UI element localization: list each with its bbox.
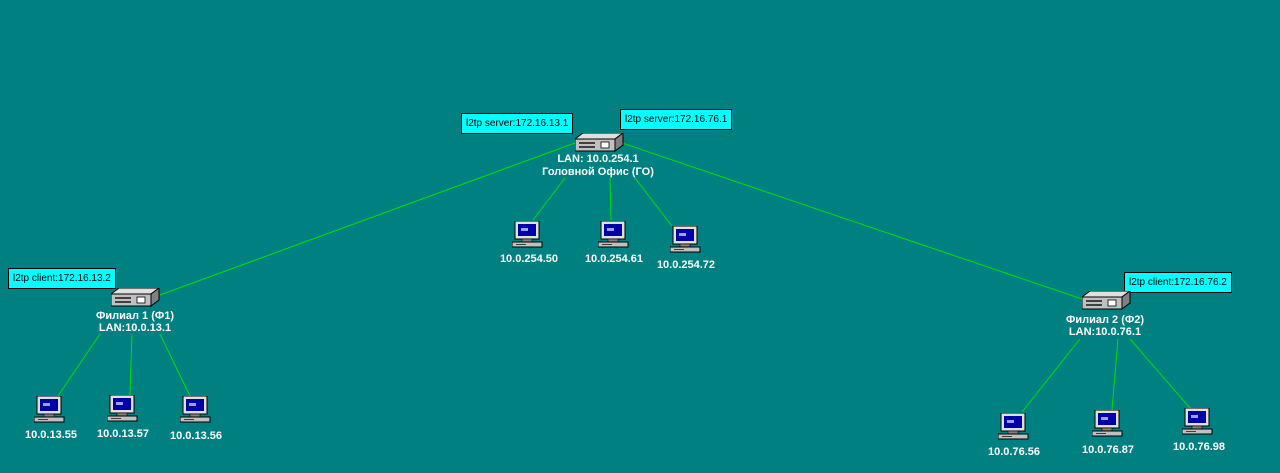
host-label-b2-1: 10.0.76.56 <box>988 446 1040 458</box>
link-b1-host-2 <box>129 333 133 396</box>
host-label-b1-1: 10.0.13.55 <box>25 429 77 441</box>
host-label-b2-2: 10.0.76.87 <box>1082 444 1134 456</box>
branch1-name-label: Филиал 1 (Ф1) <box>95 310 175 322</box>
link-ho-branch2 <box>621 142 1086 301</box>
computer-icon-b1-3[interactable] <box>180 396 212 424</box>
host-label-b1-3: 10.0.13.56 <box>170 430 222 442</box>
link-b1-host-1 <box>57 333 101 397</box>
router-icon-branch1[interactable] <box>111 288 161 308</box>
computer-icon-ho-1[interactable] <box>512 221 544 249</box>
branch2-name-label: Филиал 2 (Ф2) <box>1065 314 1145 326</box>
link-b2-host-1 <box>1021 338 1081 413</box>
host-label-ho-3: 10.0.254.72 <box>656 259 716 271</box>
computer-icon-ho-2[interactable] <box>598 221 630 249</box>
link-ho-host-1 <box>532 177 566 221</box>
branch1-lan-label: LAN:10.0.13.1 <box>98 322 172 334</box>
router-icon-head-office[interactable] <box>575 133 625 153</box>
computer-icon-ho-3[interactable] <box>670 226 702 254</box>
tunnel-label-branch1[interactable]: l2tp client:172.16.13.2 <box>8 268 116 289</box>
head-office-name-label: Головной Офис (ГО) <box>542 166 654 178</box>
computer-icon-b2-1[interactable] <box>998 413 1030 441</box>
host-label-ho-1: 10.0.254.50 <box>499 253 559 265</box>
host-label-ho-2: 10.0.254.61 <box>584 253 644 265</box>
link-b1-host-3 <box>159 333 191 397</box>
tunnel-label-branch2[interactable]: l2tp client:172.16.76.2 <box>1124 272 1232 293</box>
computer-icon-b2-2[interactable] <box>1092 410 1124 438</box>
host-label-b1-2: 10.0.13.57 <box>97 428 149 440</box>
branch2-lan-label: LAN:10.0.76.1 <box>1068 326 1142 338</box>
computer-icon-b1-2[interactable] <box>107 395 139 423</box>
tunnel-label-ho-2[interactable]: l2tp server:172.16.76.1 <box>620 109 733 130</box>
link-ho-host-2 <box>609 177 612 221</box>
head-office-lan-label: LAN: 10.0.254.1 <box>557 153 639 165</box>
computer-icon-b1-1[interactable] <box>34 396 66 424</box>
link-ho-branch1 <box>159 142 576 296</box>
tunnel-label-ho-1[interactable]: l2tp server:172.16.13.1 <box>461 113 574 134</box>
link-ho-host-3 <box>634 177 673 227</box>
router-icon-branch2[interactable] <box>1082 291 1132 311</box>
link-b2-host-2 <box>1111 338 1119 411</box>
link-b2-host-3 <box>1129 338 1191 409</box>
host-label-b2-3: 10.0.76.98 <box>1173 441 1225 453</box>
computer-icon-b2-3[interactable] <box>1182 408 1214 436</box>
